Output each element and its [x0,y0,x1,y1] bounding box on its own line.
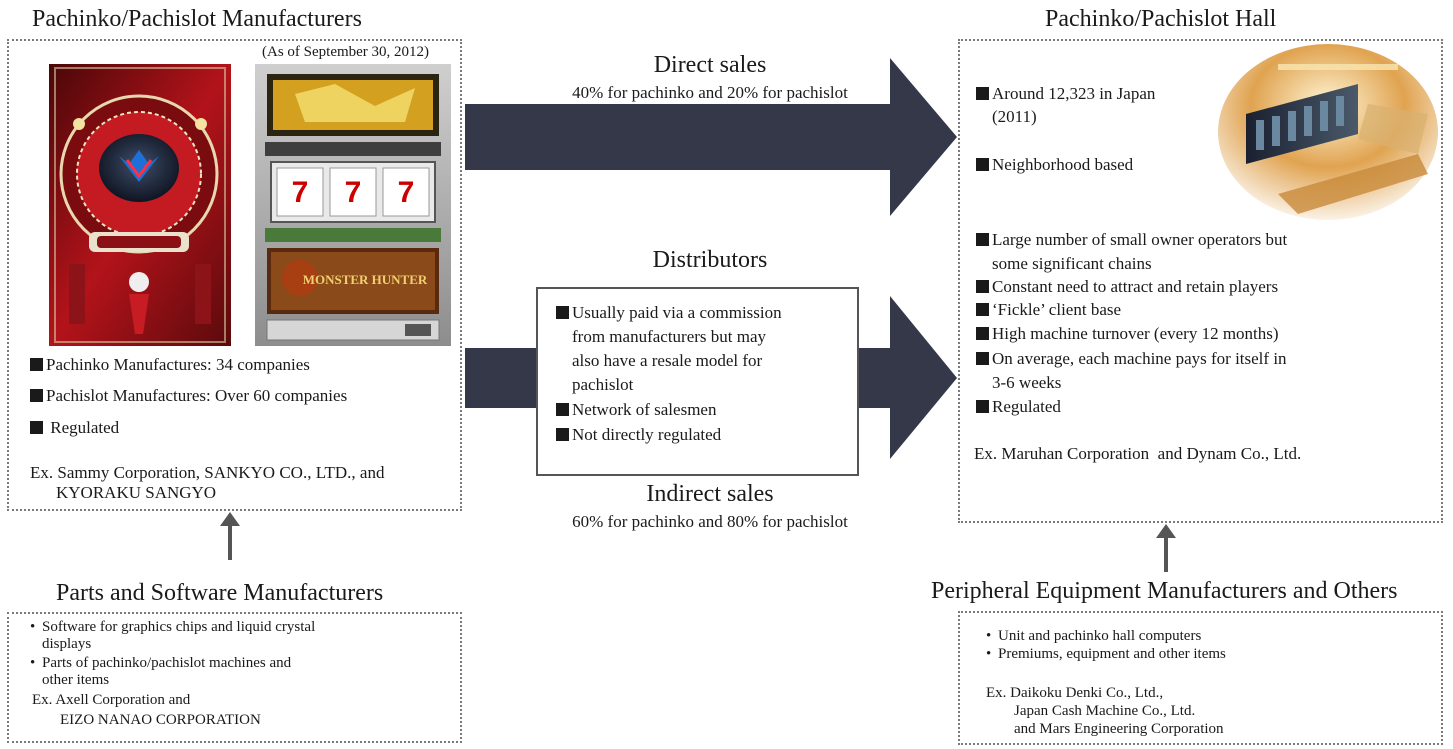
square-bullet-icon [556,306,569,319]
peripheral-box [958,611,1443,745]
direct-sales-share: 40% for pachinko and 20% for pachislot [572,83,848,102]
manufacturers-title: Pachinko/Pachislot Manufacturers [32,6,362,32]
slot-reel-text: MONSTER HUNTER [303,272,428,287]
hall-box [958,39,1443,523]
parts-item-1-line2: displays [42,636,92,652]
hall-bullet-2: Constant need to attract and retain play… [976,276,1278,297]
svg-text:7: 7 [345,176,362,209]
hall-example: Ex. Maruhan Corporation and Dynam Co., L… [974,444,1302,463]
hall-bullet-1-line2: some significant chains [992,254,1152,273]
hall-bullet-5-line2: 3-6 weeks [992,373,1062,392]
manufacturers-example-line2: KYORAKU SANGYO [56,483,217,502]
pachislot-machine-image: 7 7 7 MONSTER HUNTER [255,64,451,346]
direct-sales-arrow [465,58,960,216]
hall-bullet-5-line1: On average, each machine pays for itself… [976,348,1287,369]
square-bullet-icon [976,280,989,293]
distributors-bullet-1-line1: Usually paid via a commission [556,302,782,323]
hall-bullet-3: ‘Fickle’ client base [976,299,1121,320]
direct-sales-label: Direct sales [653,52,767,78]
parts-example-line1: Ex. Axell Corporation and [32,692,191,708]
distributors-title: Distributors [652,247,768,273]
square-bullet-icon [30,389,43,402]
parts-item-2-line1: •Parts of pachinko/pachislot machines an… [30,655,292,671]
square-bullet-icon [976,233,989,246]
indirect-sales-share: 60% for pachinko and 80% for pachislot [572,512,848,531]
parts-example-line2: EIZO NANAO CORPORATION [60,712,261,728]
distributors-bullet-1-line3: also have a resale model for [572,351,763,370]
hall-bullet-6: Regulated [976,396,1061,417]
square-bullet-icon [976,352,989,365]
parts-item-1-line1: •Software for graphics chips and liquid … [30,619,316,635]
pachinko-hall-photo [1218,44,1439,220]
square-bullet-icon [30,421,43,434]
distributors-bullet-2: Network of salesmen [556,399,716,420]
peripheral-example-line1: Ex. Daikoku Denki Co., Ltd., [986,685,1164,701]
square-bullet-icon [30,358,43,371]
peripheral-item-1: •Unit and pachinko hall computers [986,628,1202,644]
manufacturers-example-line1: Ex. Sammy Corporation, SANKYO CO., LTD.,… [30,463,385,482]
hall-bullet-1-line1: Large number of small owner operators bu… [976,229,1287,250]
hall-bullet-4: High machine turnover (every 12 months) [976,323,1279,344]
peripheral-title: Peripheral Equipment Manufacturers and O… [931,578,1398,604]
up-arrow-icon [218,512,242,560]
square-bullet-icon [556,428,569,441]
distributors-bullet-1-line4: pachislot [572,375,634,394]
hall-title: Pachinko/Pachislot Hall [1045,6,1277,32]
square-bullet-icon [976,327,989,340]
square-bullet-icon [556,403,569,416]
peripheral-example-line2: Japan Cash Machine Co., Ltd. [1014,703,1196,719]
parts-item-2-line2: other items [42,672,110,688]
parts-box [7,612,462,743]
square-bullet-icon [976,400,989,413]
peripheral-item-2: •Premiums, equipment and other items [986,646,1226,662]
manufacturers-box [7,39,462,511]
hall-top-bullet-2: Neighborhood based [976,154,1133,175]
up-arrow-icon [1154,524,1178,572]
svg-text:7: 7 [398,176,415,209]
peripheral-example-line3: and Mars Engineering Corporation [1014,721,1224,737]
parts-title: Parts and Software Manufacturers [56,580,384,606]
square-bullet-icon [976,303,989,316]
manufacturers-bullet-1: Pachinko Manufactures: 34 companies [30,354,310,375]
square-bullet-icon [976,87,989,100]
distributors-box [536,287,859,476]
distributors-bullet-3: Not directly regulated [556,424,721,445]
svg-text:7: 7 [292,176,309,209]
hall-top-bullet-1-line1: Around 12,323 in Japan [976,83,1155,104]
pachinko-machine-image [49,64,231,346]
hall-top-bullet-1-line2: (2011) [992,107,1037,126]
distributors-bullet-1-line2: from manufacturers but may [572,327,767,346]
as-of-date: (As of September 30, 2012) [262,44,430,60]
indirect-sales-label: Indirect sales [646,481,774,507]
square-bullet-icon [976,158,989,171]
manufacturers-bullet-2: Pachislot Manufactures: Over 60 companie… [30,385,347,406]
manufacturers-bullet-3: Regulated [30,417,119,438]
